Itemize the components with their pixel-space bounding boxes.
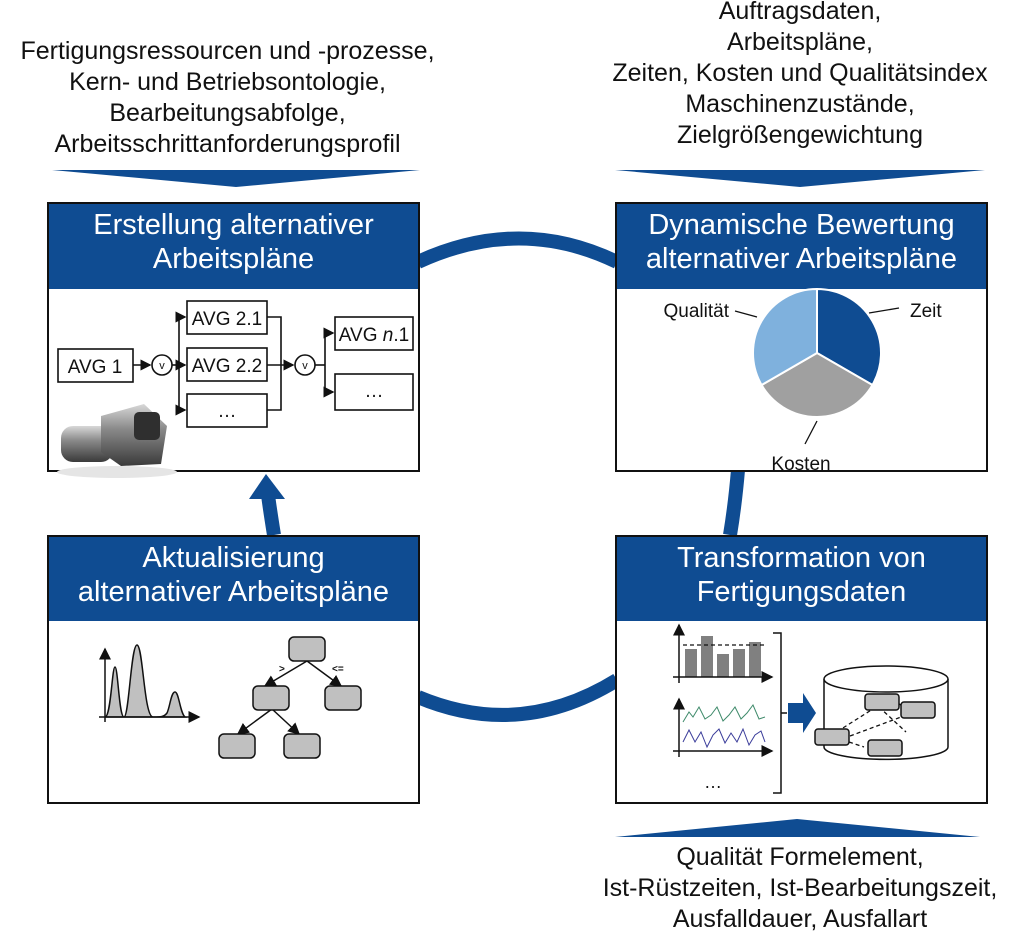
bar-chart-icon [673, 623, 774, 683]
input-top-left: Fertigungsressourcen und -prozesse, Kern… [0, 36, 455, 160]
input-line: Ist-Rüstzeiten, Ist-Bearbeitungszeit, [602, 874, 998, 902]
leader-zeit [868, 307, 900, 314]
database-icon [814, 665, 949, 761]
title-line: Arbeitspläne [152, 243, 315, 275]
pie-slice-qualitaet [752, 287, 818, 387]
panel-creation: Erstellung alternativer Arbeitspläne [47, 202, 420, 478]
title-line: Erstellung alternativer [93, 209, 374, 241]
workpiece-image [57, 404, 177, 478]
arc-right [723, 469, 745, 537]
input-line: Zeiten, Kosten und Qualitätsindex [612, 59, 988, 87]
transformation-ellipsis: … [704, 772, 722, 792]
or-label-2: v [302, 360, 308, 372]
pie-chart: Zeit Kosten Qualität [664, 287, 942, 475]
pie-label-kosten: Kosten [771, 454, 830, 475]
panel-transformation-title: Transformation von Fertigungsdaten [617, 537, 986, 621]
avg2x-label: … [218, 401, 237, 422]
input-line: Kern- und Betriebsontologie, [69, 68, 386, 96]
avg21-box [186, 300, 268, 335]
panel-update: Aktualisierung alternativer Arbeitspläne… [47, 535, 420, 804]
panel-evaluation: Dynamische Bewertung alternativer Arbeit… [615, 202, 988, 475]
tree-node-lr [283, 733, 321, 759]
avgn1-label: AVG n.1 [339, 325, 409, 346]
pie-label-zeit: Zeit [910, 301, 942, 322]
input-line: Arbeitspläne, [727, 28, 873, 56]
panel-update-title: Aktualisierung alternativer Arbeitspläne [49, 537, 418, 621]
title-line: alternativer Arbeitspläne [645, 243, 958, 275]
title-line: Dynamische Bewertung [648, 209, 955, 241]
update-illustration: > <= [99, 636, 362, 759]
line-chart-icon [673, 697, 774, 757]
avg22-label: AVG 2.2 [192, 356, 262, 377]
db-node [900, 701, 936, 719]
title-line: Transformation von [677, 542, 926, 574]
input-line: Zielgrößengewichtung [677, 121, 923, 149]
or-label-1: v [159, 360, 165, 372]
db-node [864, 693, 900, 711]
title-line: alternativer Arbeitspläne [77, 576, 390, 608]
panel-creation-title: Erstellung alternativer Arbeitspläne [49, 204, 418, 289]
decision-tree [218, 636, 362, 759]
avg1-label: AVG 1 [68, 357, 123, 378]
db-node [867, 739, 903, 757]
input-line: Bearbeitungsabfolge, [109, 99, 346, 127]
input-line: Fertigungsressourcen und -prozesse, [20, 37, 435, 65]
title-line: Fertigungsdaten [696, 576, 907, 608]
tree-node-ll [218, 733, 256, 759]
panel-transformation: Transformation von Fertigungsdaten … [615, 535, 988, 804]
input-arrow-bottom-right [615, 819, 980, 837]
avg22-box [186, 347, 268, 382]
pie-slice-kosten [760, 351, 874, 418]
leader-kosten [804, 420, 818, 445]
avg-flow-diagram: AVG 1 v AVG 2.1 AVG 2.2 … v AVG n.1 … [57, 300, 414, 478]
transformation-illustration: … [673, 623, 949, 794]
avg21-label: AVG 2.1 [192, 309, 262, 330]
input-top-right: Auftragsdaten, Arbeitspläne, Zeiten, Kos… [570, 0, 1024, 151]
input-line: Auftragsdaten, [718, 0, 882, 25]
avg2x-box [186, 393, 268, 428]
title-line: Aktualisierung [142, 542, 325, 574]
input-line: Qualität Formelement, [676, 843, 924, 871]
bracket [773, 632, 782, 794]
input-line: Maschinenzustände, [685, 90, 915, 118]
tree-node-left [252, 685, 290, 711]
input-line: Ausfalldauer, Ausfallart [672, 905, 928, 933]
input-line: Arbeitsschrittanforderungsprofil [54, 130, 401, 158]
input-arrow-top-right [615, 170, 985, 187]
arc-top [415, 231, 621, 269]
input-arrow-top-left [52, 170, 420, 187]
pie-slice-zeit [816, 287, 882, 387]
avgnx-label: … [365, 381, 384, 402]
tree-node-right [324, 685, 362, 711]
tree-edge-label-le: <= [332, 664, 344, 675]
peak-chart [99, 644, 201, 723]
tree-edge-label-gt: > [279, 664, 285, 675]
input-bottom-right: Qualität Formelement, Ist-Rüstzeiten, Is… [560, 842, 1024, 935]
db-node [814, 728, 850, 746]
arc-bottom [415, 674, 621, 722]
pie-label-qualitaet: Qualität [664, 301, 730, 322]
avgnx-box [334, 373, 414, 411]
arrow-up-head [249, 474, 285, 499]
panel-evaluation-title: Dynamische Bewertung alternativer Arbeit… [617, 204, 986, 289]
transform-arrow [788, 693, 816, 733]
leader-qualitaet [734, 310, 758, 318]
avgn1-box [334, 316, 414, 351]
tree-node-root [288, 636, 326, 662]
